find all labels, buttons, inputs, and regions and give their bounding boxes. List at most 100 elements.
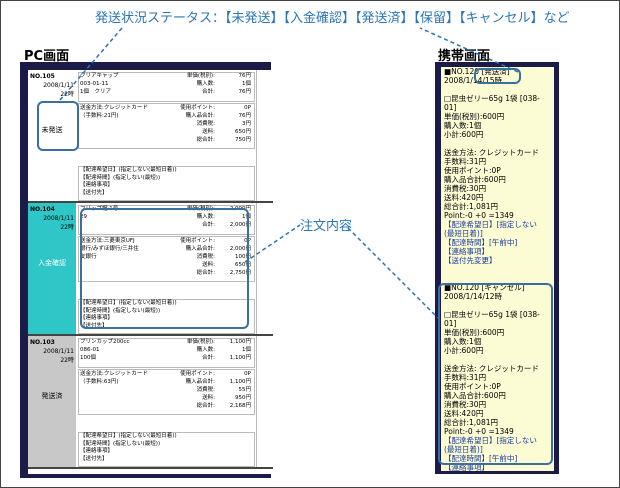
mobile-pay-line: 消費税:30円 bbox=[444, 184, 487, 193]
mobile-link[interactable]: 【連絡事項】 bbox=[444, 247, 489, 256]
mobile-pay-line: 使用ポイント:0P bbox=[444, 382, 501, 391]
price-label: 購入数: bbox=[196, 214, 215, 220]
notes-box bbox=[78, 166, 255, 201]
note-line: 【連絡事項】 bbox=[80, 182, 114, 188]
note-line: 【配達時間】(指定しない(最短)) bbox=[80, 307, 161, 314]
payment-line: 銀行/みずほ銀行/三井住 bbox=[80, 246, 139, 252]
price-label: 購入数: bbox=[196, 81, 215, 87]
total-value: 0P bbox=[244, 105, 251, 111]
order-number[interactable]: NO.104 bbox=[30, 206, 55, 213]
product-line: 1個 クリア bbox=[80, 89, 111, 95]
mobile-order-date: 2008/1/14/15時 bbox=[444, 76, 503, 85]
mobile-order-callout-box bbox=[438, 283, 553, 465]
mobile-pay-line: 送料:420円 bbox=[444, 409, 484, 418]
order-number[interactable]: NO.105 bbox=[30, 73, 55, 80]
product-line: 100個 bbox=[80, 355, 96, 361]
status-label: 未発送 bbox=[41, 126, 63, 134]
note-line: 【送付先】 bbox=[80, 189, 108, 196]
total-value: 950円 bbox=[235, 395, 251, 401]
product-box bbox=[78, 205, 255, 235]
mobile-order-header[interactable]: ■NO.120 [キャンセル] bbox=[444, 283, 525, 292]
mobile-pay-line: 手数料:31円 bbox=[444, 157, 487, 166]
mobile-link[interactable]: 【配達時間】[午前中] bbox=[444, 454, 518, 463]
price-label: 単価(税別): bbox=[186, 73, 215, 79]
note-line: 【連絡事項】 bbox=[80, 448, 114, 454]
price-label: 購入数: bbox=[196, 347, 215, 353]
payment-line: 友銀行 bbox=[80, 254, 97, 260]
total-label: 総合計: bbox=[196, 403, 215, 409]
payment-box bbox=[78, 369, 255, 415]
mobile-pay-line: 購入品合計:600円 bbox=[444, 391, 506, 400]
payment-line: 送金方法:クレジットカード bbox=[80, 105, 148, 111]
total-label: 購入品合計: bbox=[185, 246, 215, 252]
payment-line: 送金方法:クレジットカード bbox=[80, 371, 148, 377]
price-value: 1,100円 bbox=[229, 355, 251, 361]
mobile-order: ■NO.120 [キャンセル]2008/1/14/12時□昆虫ゼリー65g 1袋… bbox=[441, 283, 554, 471]
status-label: 入金確認 bbox=[38, 259, 66, 267]
mobile-link[interactable]: 【配達希望日】[指定しない bbox=[444, 436, 537, 445]
notes-box bbox=[78, 432, 255, 467]
price-value: 1個 bbox=[242, 347, 251, 353]
price-label: 合計: bbox=[202, 222, 215, 228]
total-value: 650円 bbox=[235, 262, 251, 268]
mobile-item-line: 購入数:1個 bbox=[444, 121, 482, 130]
mobile-link[interactable]: 【配達希望日】[指定しない bbox=[444, 220, 537, 229]
order-date: 2008/1/11 bbox=[43, 215, 74, 222]
price-value: 2,000円 bbox=[229, 222, 251, 228]
mobile-status-callout-box bbox=[474, 68, 521, 84]
note-line: 【送付先】 bbox=[80, 322, 108, 329]
mobile-link[interactable]: 【連絡事項】 bbox=[444, 463, 489, 471]
total-value: 750円 bbox=[235, 137, 251, 143]
total-value: 650円 bbox=[235, 129, 251, 135]
mobile-link[interactable]: 【送付先変更】 bbox=[444, 256, 497, 265]
total-label: 総合計: bbox=[196, 137, 215, 143]
order-date: 2008/1/11 bbox=[43, 82, 74, 89]
payment-line: 送金方法:三菱東京UFJ bbox=[80, 238, 135, 244]
total-value: 2,750円 bbox=[229, 270, 251, 276]
total-label: 使用ポイント: bbox=[180, 371, 215, 377]
mobile-pay-line: 送料:420円 bbox=[444, 193, 484, 202]
total-label: 消費税: bbox=[196, 121, 215, 127]
status-cell bbox=[28, 203, 76, 334]
mobile-item-line: 単価(税別):600円 bbox=[444, 328, 505, 337]
total-label: 送料: bbox=[202, 395, 215, 401]
price-value: 1個 bbox=[242, 81, 251, 87]
mobile-item-line: 01] bbox=[444, 319, 457, 328]
total-value: 100円 bbox=[235, 254, 251, 260]
mobile-pay-line: 手数料:31円 bbox=[444, 373, 487, 382]
note-line: 【配達希望日】(指定しない(最短日着)) bbox=[80, 167, 177, 173]
payment-line: （手数料:63円) bbox=[80, 379, 119, 385]
price-value: 1個 bbox=[242, 214, 251, 220]
total-label: 送料: bbox=[202, 129, 215, 135]
mobile-link[interactable]: 【配達時間】[午前中] bbox=[444, 238, 518, 247]
status-cell bbox=[28, 336, 76, 467]
price-value: 76円 bbox=[238, 89, 252, 95]
order-content-label: 注文内容 bbox=[300, 219, 353, 234]
total-label: 使用ポイント: bbox=[180, 238, 215, 244]
mobile-pay-line: 送金方法: クレジットカード bbox=[444, 364, 539, 373]
side-column bbox=[256, 203, 273, 334]
status-caption: 発送状況ステータス：【未発送】【入金確認】【発送済】【保留】【キャンセル】など bbox=[95, 11, 570, 26]
price-label: 単価(税別): bbox=[186, 339, 215, 345]
price-value: 1,100円 bbox=[229, 339, 251, 345]
total-value: 76円 bbox=[238, 113, 252, 119]
mobile-link[interactable]: (最短日着)] bbox=[444, 445, 483, 454]
mobile-link[interactable]: (最短日着)] bbox=[444, 229, 483, 238]
total-value: 2,000円 bbox=[229, 246, 251, 252]
order-number[interactable]: NO.103 bbox=[30, 339, 55, 346]
mobile-pay-line: 使用ポイント:0P bbox=[444, 166, 501, 175]
mobile-pay-line: 総合計:1,081円 bbox=[444, 418, 498, 427]
mobile-pay-line: 購入品合計:600円 bbox=[444, 175, 506, 184]
mobile-item-line: 購入数:1個 bbox=[444, 337, 482, 346]
note-line: 【配達時間】(指定しない(最短)) bbox=[80, 440, 161, 447]
payment-box bbox=[78, 103, 255, 149]
order-time: 22時 bbox=[60, 91, 74, 98]
total-value: 0P bbox=[244, 371, 251, 377]
product-line: 003-01-11 bbox=[80, 81, 109, 87]
